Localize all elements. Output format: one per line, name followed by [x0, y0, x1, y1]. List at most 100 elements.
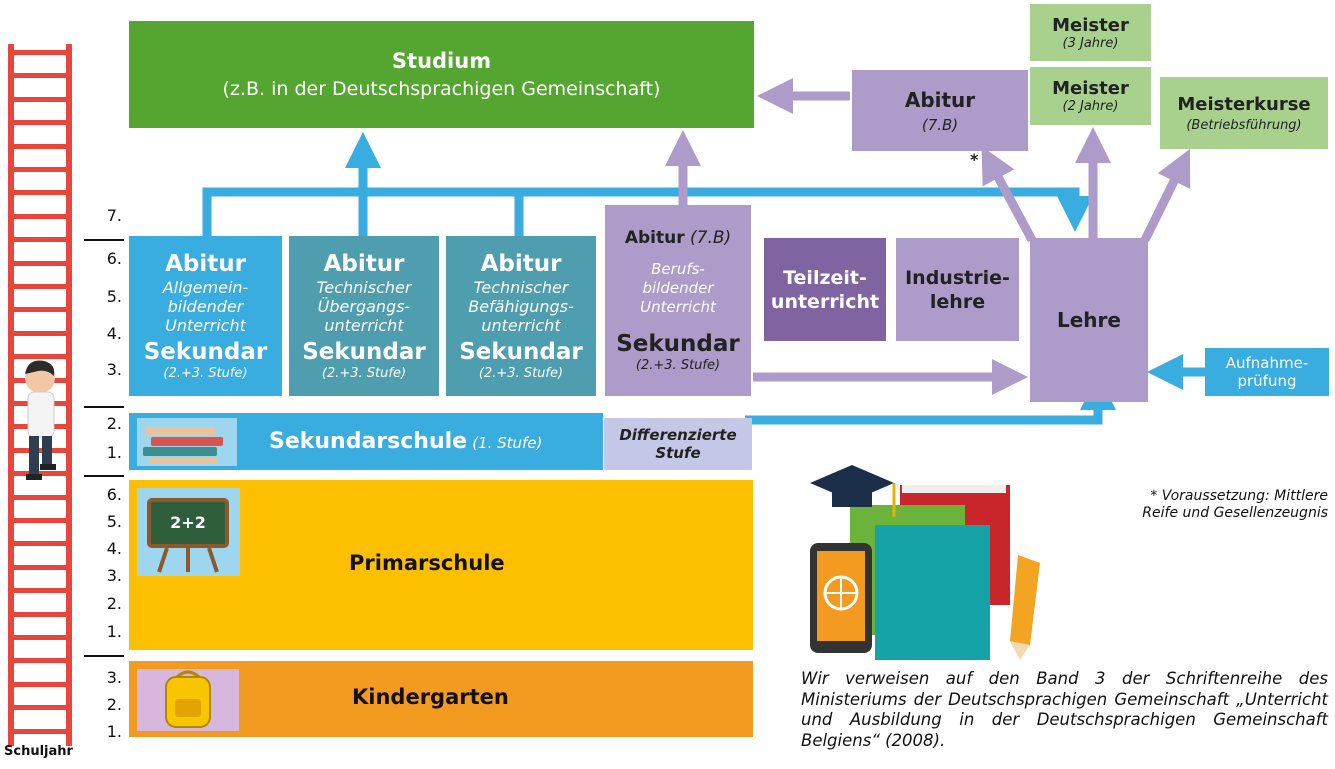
meisterkurse-subtitle: (Betriebsführung) — [1186, 117, 1302, 133]
ladder-rung — [8, 143, 72, 149]
column-abitur-label: Abitur — [165, 251, 246, 277]
year-label: 1. — [106, 622, 122, 641]
year-label: 4. — [106, 539, 122, 558]
backpack-icon — [137, 669, 239, 731]
differenzierte-stufe-box: Differenzierte Stufe — [604, 418, 752, 470]
industrielehre-box: Industrie- lehre — [896, 238, 1019, 341]
separator-line — [84, 406, 124, 408]
year-label: 2. — [106, 695, 122, 714]
ladder-rung — [8, 611, 72, 617]
separator-line — [84, 475, 124, 477]
books-stack-icon — [137, 417, 237, 466]
column-stufe-label: (2.+3. Stufe) — [635, 358, 721, 373]
year-label: 5. — [106, 287, 122, 306]
year-label: 2. — [106, 414, 122, 433]
ladder-rung — [8, 635, 72, 640]
year-label: 3. — [106, 566, 122, 585]
column-sekundar-label: Sekundar — [616, 331, 740, 357]
ladder-rung — [8, 354, 72, 360]
education-books-illustration — [810, 465, 1040, 660]
column-sekundar-label: Sekundar — [459, 339, 583, 365]
ladder-rung — [8, 541, 72, 547]
meister-3-box: Meister (3 Jahre) — [1030, 4, 1151, 61]
column-berufsbildend: Abitur (7.B) Berufs- bildender Unterrich… — [605, 205, 751, 396]
column-description: Allgemein- bildender Unterricht — [162, 278, 249, 335]
ladder-rung — [8, 50, 72, 55]
year-label: 2. — [106, 594, 122, 613]
schuljahr-label: Schuljahr — [4, 744, 73, 759]
column-sekundar-label: Sekundar — [143, 339, 268, 365]
meisterkurse-title: Meisterkurse — [1177, 93, 1311, 115]
column-technischer-uebergang: Abitur Technischer Übergangs- unterricht… — [289, 236, 439, 396]
sekundarschule-title: Sekundarschule — [269, 429, 468, 454]
meister-3-title: Meister — [1052, 14, 1129, 36]
separator-line — [84, 239, 124, 241]
year-label: 1. — [106, 722, 122, 741]
column-allgemeinbildend: Abitur Allgemein- bildender Unterricht S… — [129, 236, 282, 396]
meisterkurse-box: Meisterkurse (Betriebsführung) — [1160, 77, 1328, 149]
ladder-rung — [8, 564, 72, 570]
year-label: 6. — [106, 485, 122, 504]
column-stufe-label: (2.+3. Stufe) — [478, 366, 564, 381]
column-abitur-label: Abitur — [480, 251, 562, 277]
year-label: 3. — [106, 360, 122, 379]
sekundarschule-stufe: (1. Stufe) — [472, 434, 543, 452]
ladder-rung — [8, 96, 72, 102]
ladder-rung — [8, 260, 72, 266]
meister-2-subtitle: (2 Jahre) — [1062, 99, 1119, 114]
ladder-rung — [8, 518, 72, 523]
ladder-rung — [8, 588, 72, 594]
lehre-box: Lehre — [1030, 238, 1148, 402]
year-label: 3. — [106, 668, 122, 687]
ladder-rung — [8, 190, 72, 196]
ladder-rung — [8, 167, 72, 172]
meister-2-box: Meister (2 Jahre) — [1030, 67, 1151, 125]
industrielehre-label: Industrie- lehre — [905, 266, 1010, 313]
sekundarschule-bar: Sekundarschule (1. Stufe) — [129, 413, 603, 470]
column-description: Technischer Übergangs- unterricht — [316, 278, 412, 335]
column-description: Berufs- bildender Unterricht — [640, 260, 716, 316]
ladder-rung — [8, 658, 72, 664]
ladder-rung — [8, 471, 72, 477]
asterisk-marker: * — [970, 150, 979, 169]
primarschule-box: 2+2 Primarschule — [129, 480, 753, 650]
meister-2-title: Meister — [1052, 78, 1129, 99]
abitur-top-subtitle: (7.B) — [921, 115, 959, 134]
ladder-rung — [8, 447, 72, 453]
ladder-rung — [8, 330, 72, 336]
ladder-rung — [8, 73, 72, 79]
student-figure-icon — [25, 360, 56, 480]
year-label: 7. — [106, 206, 122, 225]
lehre-to-abitur-arrow — [981, 146, 1036, 243]
ladder-rung — [8, 705, 72, 711]
lehre-to-meisterkurse-arrow — [1140, 148, 1191, 242]
ladder-rung — [8, 237, 72, 243]
year-label: 4. — [106, 324, 122, 343]
abitur-top-title: Abitur — [904, 87, 976, 112]
ladder-rung — [8, 120, 72, 126]
teilzeitunterricht-box: Teilzeit- unterricht — [764, 238, 886, 341]
ladder-rung — [8, 213, 72, 219]
kindergarten-box: Kindergarten — [129, 661, 753, 737]
ladder-rung — [8, 284, 72, 289]
ladder-rung — [8, 681, 72, 687]
meister-3-subtitle: (3 Jahre) — [1062, 35, 1119, 51]
studium-title: Studium — [391, 49, 492, 73]
reference-text: Wir verweisen auf den Band 3 der Schrift… — [801, 669, 1328, 750]
column-technischer-befaehigung: Abitur Technischer Befähigungs- unterric… — [446, 236, 596, 396]
lehre-label: Lehre — [1057, 308, 1121, 332]
ladder-rung — [8, 728, 72, 734]
column-stufe-label: (2.+3. Stufe) — [163, 366, 248, 381]
studium-subtitle: (z.B. in der Deutschsprachigen Gemeinsch… — [222, 78, 661, 100]
year-label: 1. — [106, 443, 122, 462]
ladder-rung — [8, 307, 72, 313]
column-sekundar-label: Sekundar — [302, 339, 426, 365]
chalkboard-text: 2+2 — [170, 513, 206, 532]
aufnahmepruefung-label: Aufnahme- prüfung — [1225, 354, 1309, 390]
column-abitur-label: Abitur — [323, 251, 405, 277]
column-description: Technischer Befähigungs- unterricht — [468, 278, 574, 335]
separator-line — [84, 655, 124, 657]
column-stufe-label: (2.+3. Stufe) — [321, 366, 407, 381]
year-label: 6. — [106, 249, 122, 268]
abitur-top-box: Abitur (7.B) — [852, 70, 1028, 151]
